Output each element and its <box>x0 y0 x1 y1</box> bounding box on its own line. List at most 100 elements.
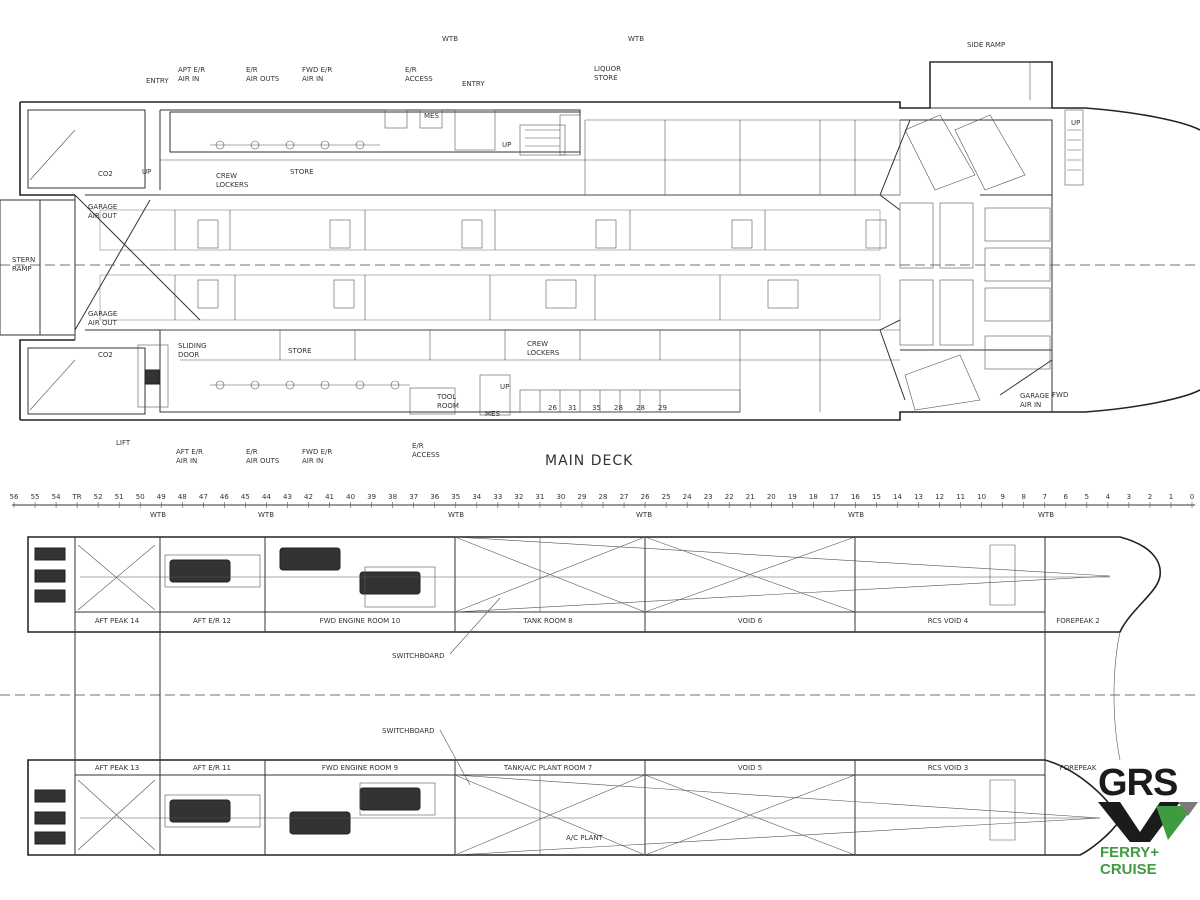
frame-number: 56 <box>10 493 19 501</box>
room-label-lower: FWD ENGINE ROOM 9 <box>322 764 398 772</box>
frame-number: 9 <box>1000 493 1004 501</box>
entry-label: ENTRY <box>462 80 485 88</box>
seat-number: 26 <box>548 404 557 412</box>
frame-number: 2 <box>1148 493 1152 501</box>
up-label: UP <box>1071 119 1080 127</box>
frame-number: 20 <box>767 493 776 501</box>
frame-number: 28 <box>599 493 608 501</box>
lift-label: LIFT <box>116 439 131 447</box>
entry-label: ENTRY <box>146 77 169 85</box>
frame-number: 49 <box>157 493 166 501</box>
fwd-label: FWD <box>1052 391 1068 399</box>
frame-number: 34 <box>472 493 481 501</box>
frame-number: 33 <box>493 493 502 501</box>
hull-plan <box>0 536 1200 856</box>
frame-number: 38 <box>388 493 397 501</box>
logo-chevron-icon <box>1098 802 1198 842</box>
frame-number: 17 <box>830 493 839 501</box>
mes-label: MES <box>424 112 439 120</box>
frame-number: 47 <box>199 493 208 501</box>
frame-number: 1 <box>1169 493 1173 501</box>
frame-number: 44 <box>262 493 271 501</box>
room-label-lower: VOID 5 <box>738 764 762 772</box>
waterjet-units <box>34 544 156 851</box>
frame-number: 39 <box>367 493 376 501</box>
frame-number: 11 <box>956 493 965 501</box>
wtb-label: WTB <box>150 511 166 519</box>
wtb-label: WTB <box>848 511 864 519</box>
frame-number: 6 <box>1064 493 1069 501</box>
room-label-upper: AFT PEAK 14 <box>95 617 140 625</box>
frame-number: 40 <box>346 493 355 501</box>
frame-number: 52 <box>94 493 103 501</box>
seat-number: 28 <box>636 404 645 412</box>
frame-number: 31 <box>535 493 544 501</box>
co2-label: CO2 <box>98 351 113 359</box>
switchboard-label: SWITCHBOARD <box>382 727 435 735</box>
logo-tagline-line: CRUISE <box>1100 861 1157 878</box>
room-label-upper: AFT E/R 12 <box>193 617 231 625</box>
frame-number: 30 <box>556 493 565 501</box>
seat-number: 28 <box>614 404 623 412</box>
frame-number: 3 <box>1127 493 1131 501</box>
frame-number: 24 <box>683 493 692 501</box>
switchboard-label: SWITCHBOARD <box>392 652 445 660</box>
frame-number: 50 <box>136 493 145 501</box>
frame-number: 23 <box>704 493 713 501</box>
frame-number: 21 <box>746 493 755 501</box>
frame-number: 14 <box>893 493 902 501</box>
wtb-label: WTB <box>1038 511 1054 519</box>
frame-number: 19 <box>788 493 797 501</box>
frame-number: 48 <box>178 493 187 501</box>
side-ramp-label: SIDE RAMP <box>967 41 1005 49</box>
room-label-upper: TANK ROOM 8 <box>522 617 572 625</box>
seat-number: 31 <box>568 404 577 412</box>
frame-number: 13 <box>914 493 923 501</box>
seat-number: 29 <box>658 404 667 412</box>
logo-tagline: FERRY+ CRUISE <box>1100 844 1159 878</box>
frame-number: 15 <box>872 493 881 501</box>
main-deck-plan <box>0 61 1200 421</box>
wtb-label: WTB <box>448 511 464 519</box>
frame-number: 22 <box>725 493 734 501</box>
bottom-machinery <box>137 344 741 416</box>
room-label-upper: FOREPEAK 2 <box>1056 617 1100 625</box>
up-label: UP <box>500 383 509 391</box>
frame-number: 0 <box>1190 493 1194 501</box>
frame-number: 43 <box>283 493 292 501</box>
frame-number: TR <box>72 493 82 501</box>
grs-ferry-cruise-logo: GRS FERRY+ CRUISE <box>1092 762 1200 882</box>
frame-number: 25 <box>662 493 671 501</box>
mes-label: MES <box>485 410 500 418</box>
room-label-upper: FWD ENGINE ROOM 10 <box>320 617 401 625</box>
upper-room-labels: AFT PEAK 14 AFT E/R 12 FWD ENGINE ROOM 10 T… <box>95 617 1100 625</box>
frame-number: 5 <box>1085 493 1089 501</box>
ac-plant-label: A/C PLANT <box>566 834 604 842</box>
up-label: UP <box>502 141 511 149</box>
frame-number: 55 <box>31 493 40 501</box>
frame-number: 51 <box>115 493 124 501</box>
truck-cab <box>197 219 887 309</box>
vehicle-lanes <box>99 119 900 412</box>
frame-number: 37 <box>409 493 418 501</box>
frame-number: 8 <box>1021 493 1025 501</box>
car-bay <box>854 109 1084 412</box>
frame-number: 12 <box>935 493 944 501</box>
frame-number: 10 <box>977 493 986 501</box>
room-label-lower: RCS VOID 3 <box>928 764 968 772</box>
